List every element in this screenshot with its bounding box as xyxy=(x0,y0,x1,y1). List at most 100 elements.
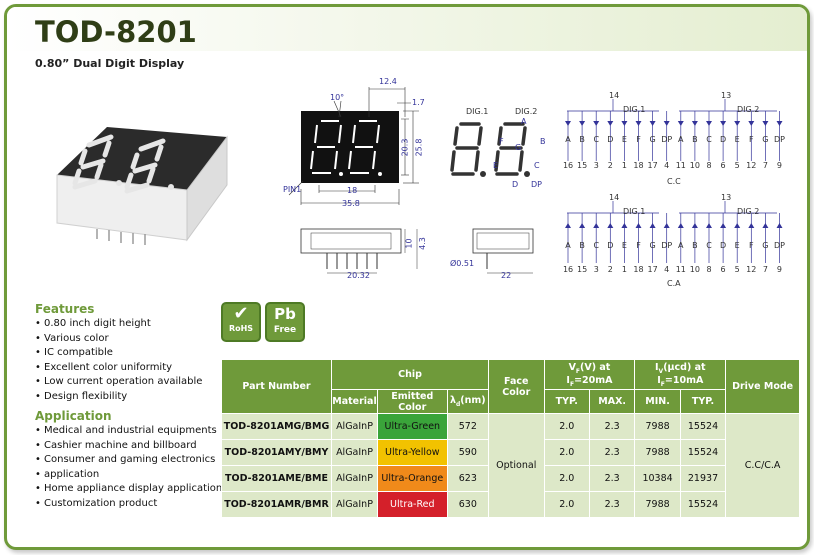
cc-seg-row: A B C D E F G DP A B C D E F G DP xyxy=(561,135,789,144)
th-iv: IV(μcd) at IF=10mA xyxy=(634,359,727,390)
ca-seg: C xyxy=(706,241,712,250)
rohs-badge: ✔ RoHS xyxy=(221,302,261,342)
cc-pin: 11 xyxy=(675,161,686,170)
seg-f-label: F xyxy=(499,137,504,146)
seg-c-label: C xyxy=(534,161,540,170)
circuit-ca: 14 13 DIG.1 DIG.2 A B C D E F G DP A B C… xyxy=(559,193,789,293)
cc-seg: C xyxy=(706,135,712,144)
diode-symbol xyxy=(677,121,684,126)
cc-seg: D xyxy=(607,135,614,144)
feature-item: Excellent color uniformity xyxy=(35,361,202,376)
page-subtitle: 0.80” Dual Digit Display xyxy=(35,57,185,70)
cc-seg: F xyxy=(748,135,754,144)
ca-pin: 12 xyxy=(746,265,757,274)
front-view-drawing xyxy=(288,87,419,205)
th-vf: VF(V) at IF=20mA xyxy=(543,359,636,390)
cc-seg: DP xyxy=(661,135,673,144)
cc-seg: G xyxy=(649,135,656,144)
diode-symbol xyxy=(649,121,656,126)
dim-20-32: 20.32 xyxy=(347,271,370,280)
ca-pin: 11 xyxy=(675,265,686,274)
ca-com1: 14 xyxy=(609,193,620,202)
header-band: TOD-8201 xyxy=(7,7,807,51)
ca-seg: G xyxy=(649,241,656,250)
cc-pin: 7 xyxy=(762,161,768,170)
cc-seg: D xyxy=(719,135,727,144)
ca-seg: G xyxy=(762,241,769,250)
th-iv-typ: TYP. xyxy=(679,389,727,414)
th-chip: Chip xyxy=(331,359,489,390)
cc-seg: DP xyxy=(773,135,785,144)
cc-com2: 13 xyxy=(721,91,732,100)
cell-vf-max: 2.3 xyxy=(588,413,636,440)
dim-4-3: 4.3 xyxy=(417,237,427,250)
cc-dig1: DIG.1 xyxy=(623,105,646,114)
cell-iv-typ: 15524 xyxy=(679,491,727,518)
table-row: TOD-8201AMY/BMY AlGaInP Ultra-Yellow 590… xyxy=(220,439,800,466)
pb-free-badge: Pb Free xyxy=(265,302,305,342)
diode-symbol xyxy=(565,121,571,126)
application-item: Cashier machine and billboard xyxy=(35,439,222,454)
feature-item: IC compatible xyxy=(35,346,202,361)
dim-20-3: 20.3 xyxy=(400,138,410,157)
cc-pin: 18 xyxy=(633,161,644,170)
dim-10-side: 10 xyxy=(404,238,414,249)
cc-caption: C.C xyxy=(667,177,681,186)
cc-com1: 14 xyxy=(609,91,620,100)
diode-symbol xyxy=(691,121,698,126)
ca-caption: C.A xyxy=(667,279,681,288)
cell-lambda: 590 xyxy=(446,439,490,466)
feature-item: 0.80 inch digit height xyxy=(35,317,202,332)
ca-pin: 15 xyxy=(577,265,588,274)
diode-symbol xyxy=(734,121,741,126)
dim-0-51: Ø0.51 xyxy=(450,259,475,268)
th-material: Material xyxy=(331,389,378,414)
seg-dp-label: DP xyxy=(531,180,542,189)
cell-iv-min: 10384 xyxy=(634,465,681,492)
seg-e-label: E xyxy=(493,161,499,170)
cell-part: TOD-8201AMR/BMR xyxy=(220,491,333,518)
features-list: 0.80 inch digit height Various color IC … xyxy=(35,317,202,404)
cell-part: TOD-8201AMG/BMG xyxy=(220,413,333,440)
seg-b-label: B xyxy=(540,137,546,146)
th-drive-mode: Drive Mode xyxy=(725,359,800,414)
cell-part: TOD-8201AMY/BMY xyxy=(220,439,333,466)
cc-pin: 6 xyxy=(720,161,726,170)
cc-pin: 1 xyxy=(621,161,627,170)
ca-pin: 18 xyxy=(633,265,644,274)
dim-35-8: 35.8 xyxy=(342,199,360,208)
seg-a-label: A xyxy=(521,117,527,126)
cell-face-color: Optional xyxy=(488,413,545,518)
application-list: Medical and industrial equipments Cashie… xyxy=(35,424,222,511)
ca-dig1: DIG.1 xyxy=(623,207,646,216)
th-lambda: λd(nm) xyxy=(446,389,490,414)
application-item-continued: application xyxy=(35,468,222,483)
diode-symbol xyxy=(649,223,656,228)
cc-seg: A xyxy=(678,135,684,144)
feature-item: Various color xyxy=(35,332,202,347)
ca-pin: 16 xyxy=(562,265,574,274)
cell-iv-typ: 15524 xyxy=(679,413,727,440)
ca-pin: 1 xyxy=(621,265,627,274)
diode-symbol xyxy=(677,223,684,228)
ca-seg: DP xyxy=(661,241,673,250)
cell-vf-typ: 2.0 xyxy=(543,439,590,466)
dim-10-degree: 10° xyxy=(330,93,345,102)
dim-25-8: 25.8 xyxy=(414,138,424,157)
end-view-drawing xyxy=(472,228,534,274)
diode-symbol xyxy=(607,121,614,126)
ca-pin: 4 xyxy=(664,265,670,274)
table-row: TOD-8201AME/BME AlGaInP Ultra-Orange 623… xyxy=(220,465,800,492)
ca-seg: C xyxy=(593,241,600,250)
cell-vf-typ: 2.0 xyxy=(543,465,590,492)
features-title: Features xyxy=(35,302,95,316)
cell-color: Ultra-Yellow xyxy=(376,439,448,466)
diode-symbol xyxy=(607,223,614,228)
diode-symbol xyxy=(706,223,712,228)
cell-drive-mode: C.C/C.A xyxy=(725,413,800,518)
feature-item: Low current operation available xyxy=(35,375,202,390)
pin1-label: PIN1 xyxy=(283,185,302,194)
dig1-label: DIG.1 xyxy=(466,107,489,116)
cell-iv-min: 7988 xyxy=(634,439,681,466)
check-icon: ✔ xyxy=(233,303,249,324)
